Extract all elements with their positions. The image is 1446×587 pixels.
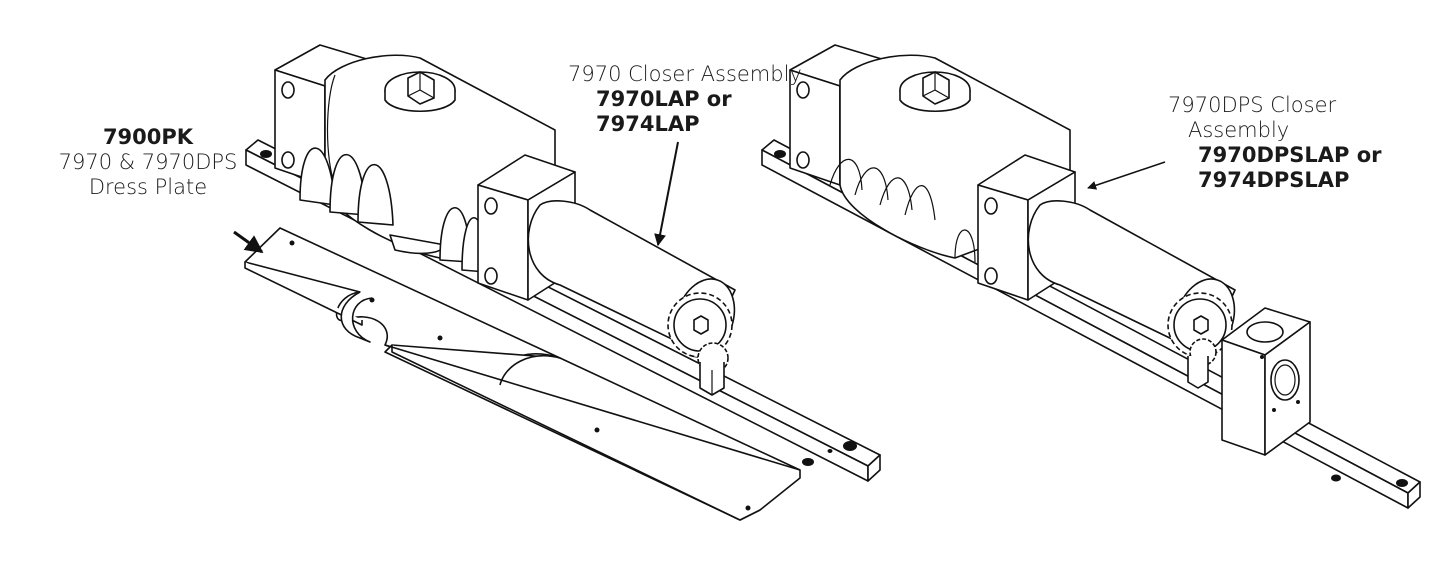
dress-plate-label: 7900PK 7970 & 7970DPS Dress Plate [38, 125, 258, 200]
left-gear-assembly [667, 292, 733, 396]
closer-assembly-line1: 7970 Closer Assembly [568, 62, 802, 86]
dress-plate-line1: 7970 & 7970DPS [58, 150, 238, 174]
dress-plate-leader-arrow [233, 230, 264, 254]
closer-assembly-part-a: 7970LAP or [596, 87, 732, 111]
dps-closer-line1: 7970DPS Closer [1168, 93, 1337, 117]
dress-plate-7900pk [244, 227, 801, 521]
dps-sensor-bracket [1221, 307, 1311, 456]
dress-plate-part-number: 7900PK [102, 125, 194, 149]
closer-assembly-7970 [244, 44, 881, 521]
dps-closer-line2: Assembly [1188, 118, 1290, 142]
dps-closer-part-a: 7970DPSLAP or [1198, 143, 1382, 167]
dress-plate-line2: Dress Plate [88, 175, 208, 199]
closer-assembly-part-b: 7974LAP [596, 112, 700, 136]
closer-assembly-label: 7970 Closer Assembly 7970LAP or 7974LAP [568, 62, 802, 137]
closer-assembly-leader-arrow [654, 141, 679, 247]
dps-closer-leader-arrow [1087, 161, 1166, 190]
dps-closer-part-b: 7974DPSLAP [1198, 168, 1350, 192]
dps-closer-assembly-label: 7970DPS Closer Assembly 7970DPSLAP or 79… [1168, 93, 1382, 193]
closer-assembly-7970dps [761, 44, 1421, 509]
right-gear-assembly [1167, 292, 1233, 389]
